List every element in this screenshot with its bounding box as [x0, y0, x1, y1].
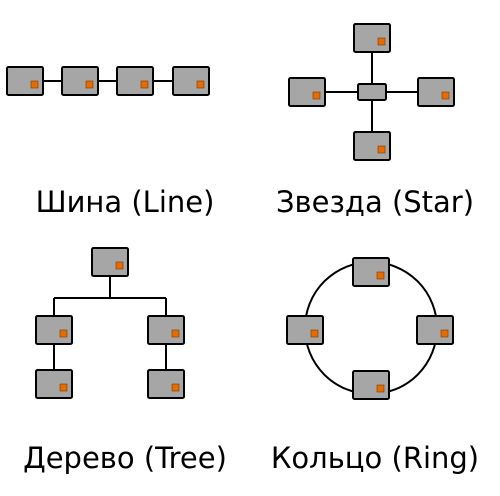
tree-node-root	[91, 247, 129, 277]
star-node-bottom	[353, 131, 391, 161]
network-port-icon	[59, 383, 68, 392]
network-port-icon	[171, 329, 180, 338]
network-port-icon	[312, 91, 321, 100]
network-port-icon	[310, 329, 319, 338]
caption-star: Звезда (Star)	[275, 185, 475, 219]
network-port-icon	[140, 80, 149, 89]
line-node-1	[6, 66, 44, 96]
line-node-2	[61, 66, 99, 96]
ring-node-bottom	[352, 370, 390, 400]
network-port-icon	[85, 80, 94, 89]
nodes-layer	[6, 23, 455, 400]
network-port-icon	[376, 271, 385, 280]
line-node-3	[116, 66, 154, 96]
tree-node-mid-left	[35, 315, 73, 345]
star-node-right	[417, 77, 455, 107]
network-port-icon	[30, 80, 39, 89]
network-port-icon	[376, 384, 385, 393]
network-port-icon	[171, 383, 180, 392]
network-port-icon	[115, 261, 124, 270]
caption-tree: Дерево (Tree)	[23, 441, 227, 475]
links-layer	[43, 52, 438, 395]
tree-link-root	[53, 276, 167, 316]
ring-node-right	[416, 315, 454, 345]
star-node-top	[353, 23, 391, 53]
star-node-left	[288, 77, 326, 107]
line-node-4	[172, 66, 210, 96]
network-port-icon	[440, 329, 449, 338]
network-port-icon	[441, 91, 450, 100]
tree-node-leaf-left	[35, 369, 73, 399]
network-port-icon	[59, 329, 68, 338]
caption-ring: Кольцо (Ring)	[270, 441, 480, 475]
ring-node-left	[286, 315, 324, 345]
caption-line: Шина (Line)	[35, 185, 215, 219]
star-hub-icon	[357, 83, 387, 101]
ring-node-top	[352, 257, 390, 287]
tree-node-leaf-right	[147, 369, 185, 399]
network-port-icon	[196, 80, 205, 89]
tree-node-mid-right	[147, 315, 185, 345]
network-port-icon	[377, 145, 386, 154]
network-port-icon	[377, 37, 386, 46]
